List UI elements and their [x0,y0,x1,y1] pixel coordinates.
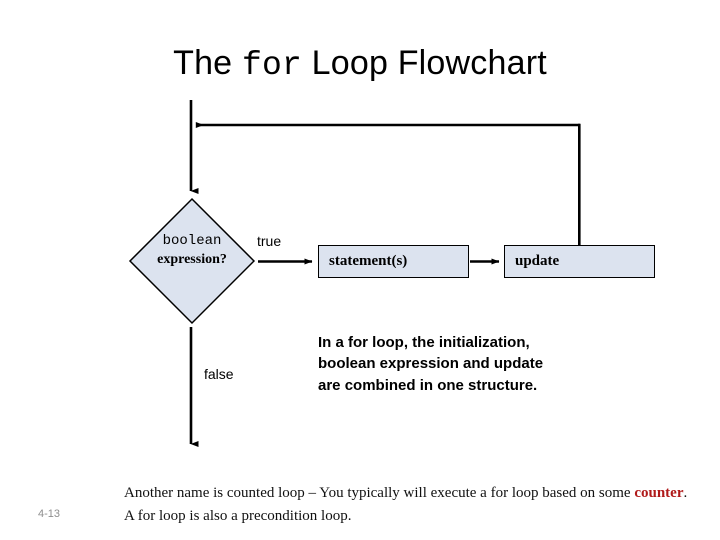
explanation-note: In a for loop, the initialization, boole… [318,332,618,396]
explanation-note-line1: In a for loop, the initialization, [318,334,530,351]
diamond-shape [128,197,256,325]
page-title-keyword: for [241,47,302,84]
footer-note-keyword: counter [634,485,684,501]
statement-node-label: statement(s) [329,253,408,269]
slide-number: 4-13 [38,508,61,520]
decision-node-text: boolean expression? [128,233,256,269]
explanation-note-line2: boolean expression and update [318,355,544,373]
edge-label-true: true [257,233,282,249]
footer-note: Another name is counted loop – You typic… [124,482,694,529]
update-node: update [504,245,655,278]
update-node-label: update [515,253,560,269]
page-title-suffix: Loop Flowchart [301,44,547,82]
statement-node: statement(s) [318,245,469,278]
decision-label-line2: expression? [157,251,227,267]
decision-node: boolean expression? [128,197,256,325]
page-title-prefix: The [173,44,242,82]
decision-label-line1: boolean [162,233,222,249]
edge-label-false: false [204,366,234,382]
footer-note-part1: Another name is counted loop – You typic… [124,485,635,501]
explanation-note-line3: are combined in one structure. [318,376,538,394]
footer-note-part2: . A for loop is also a precondition loop… [124,485,688,525]
page-title: The for Loop Flowchart [0,44,720,84]
